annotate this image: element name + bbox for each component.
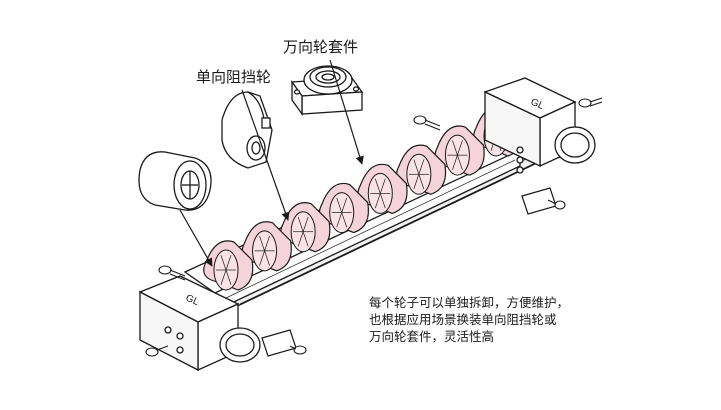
end-block-left: GL (138, 275, 261, 372)
roller-spoke (302, 231, 309, 247)
roller-spoke (418, 174, 425, 190)
stop-wheel-label: 单向阻挡轮 (196, 68, 272, 86)
roller (434, 125, 485, 176)
end-cap-marking-left: GL (184, 293, 201, 309)
arrow-caster-kit (329, 59, 364, 165)
description-line-3: 万向轮套件，灵活性高 (369, 329, 495, 344)
roller (203, 240, 254, 291)
description-line-2: 也根据应用场景换装单向阻挡轮或 (369, 312, 557, 327)
callout-arrows (179, 59, 364, 267)
roller-spoke (259, 236, 265, 251)
roller-spoke (336, 212, 343, 228)
roller-spoke (457, 155, 463, 170)
mount-plates (261, 187, 557, 357)
roller-spoke (341, 212, 348, 228)
roller-spoke (220, 269, 227, 285)
caster-kit-part (290, 65, 364, 117)
roller-spoke (413, 174, 420, 190)
roller-spoke (418, 159, 425, 175)
roller-spoke (225, 255, 232, 271)
roller (280, 202, 331, 253)
roller-spoke (379, 178, 386, 194)
roller-spoke (341, 197, 348, 213)
screw-bottom-left (145, 345, 169, 357)
roller-spoke (264, 250, 270, 266)
roller-spoke (374, 193, 381, 209)
arrow-stop-wheel (241, 89, 290, 221)
roller-spoke (452, 155, 458, 170)
roller (318, 182, 369, 234)
roller-spoke (297, 231, 304, 247)
screws (145, 97, 603, 357)
description-line-1: 每个轮子可以单独拆卸，方便维护， (369, 295, 570, 310)
roller-spoke (264, 236, 270, 251)
roller-spoke (302, 216, 309, 232)
arrow-plain-roller (179, 209, 213, 267)
screw-top-right (578, 97, 603, 108)
screw-bottom-mid (289, 345, 307, 355)
screw-left-top (158, 265, 186, 281)
end-block-right: GL (483, 77, 596, 174)
end-cap-marking-right: GL (529, 97, 546, 113)
roller-spoke (259, 250, 265, 266)
description-text: 每个轮子可以单独拆卸，方便维护， 也根据应用场景换装单向阻挡轮或 万向轮套件，灵… (369, 294, 669, 345)
stop-wheel-part (221, 91, 273, 169)
roller-spoke (225, 269, 232, 285)
roller (396, 144, 447, 195)
caster-kit-label: 万向轮套件 (283, 38, 359, 56)
roller (357, 163, 408, 215)
roller-spoke (220, 255, 227, 271)
screw-right-lower (547, 199, 566, 210)
roller-spoke (336, 197, 343, 213)
roller-spoke (374, 178, 381, 194)
roller (241, 221, 292, 272)
screw-mid-top (413, 115, 441, 131)
roller-spoke (297, 216, 304, 232)
roller-spoke (413, 159, 420, 175)
plain-roller-part (138, 151, 212, 211)
roller-spoke (457, 140, 463, 156)
roller-spoke (379, 193, 386, 209)
roller-spoke (452, 140, 458, 156)
